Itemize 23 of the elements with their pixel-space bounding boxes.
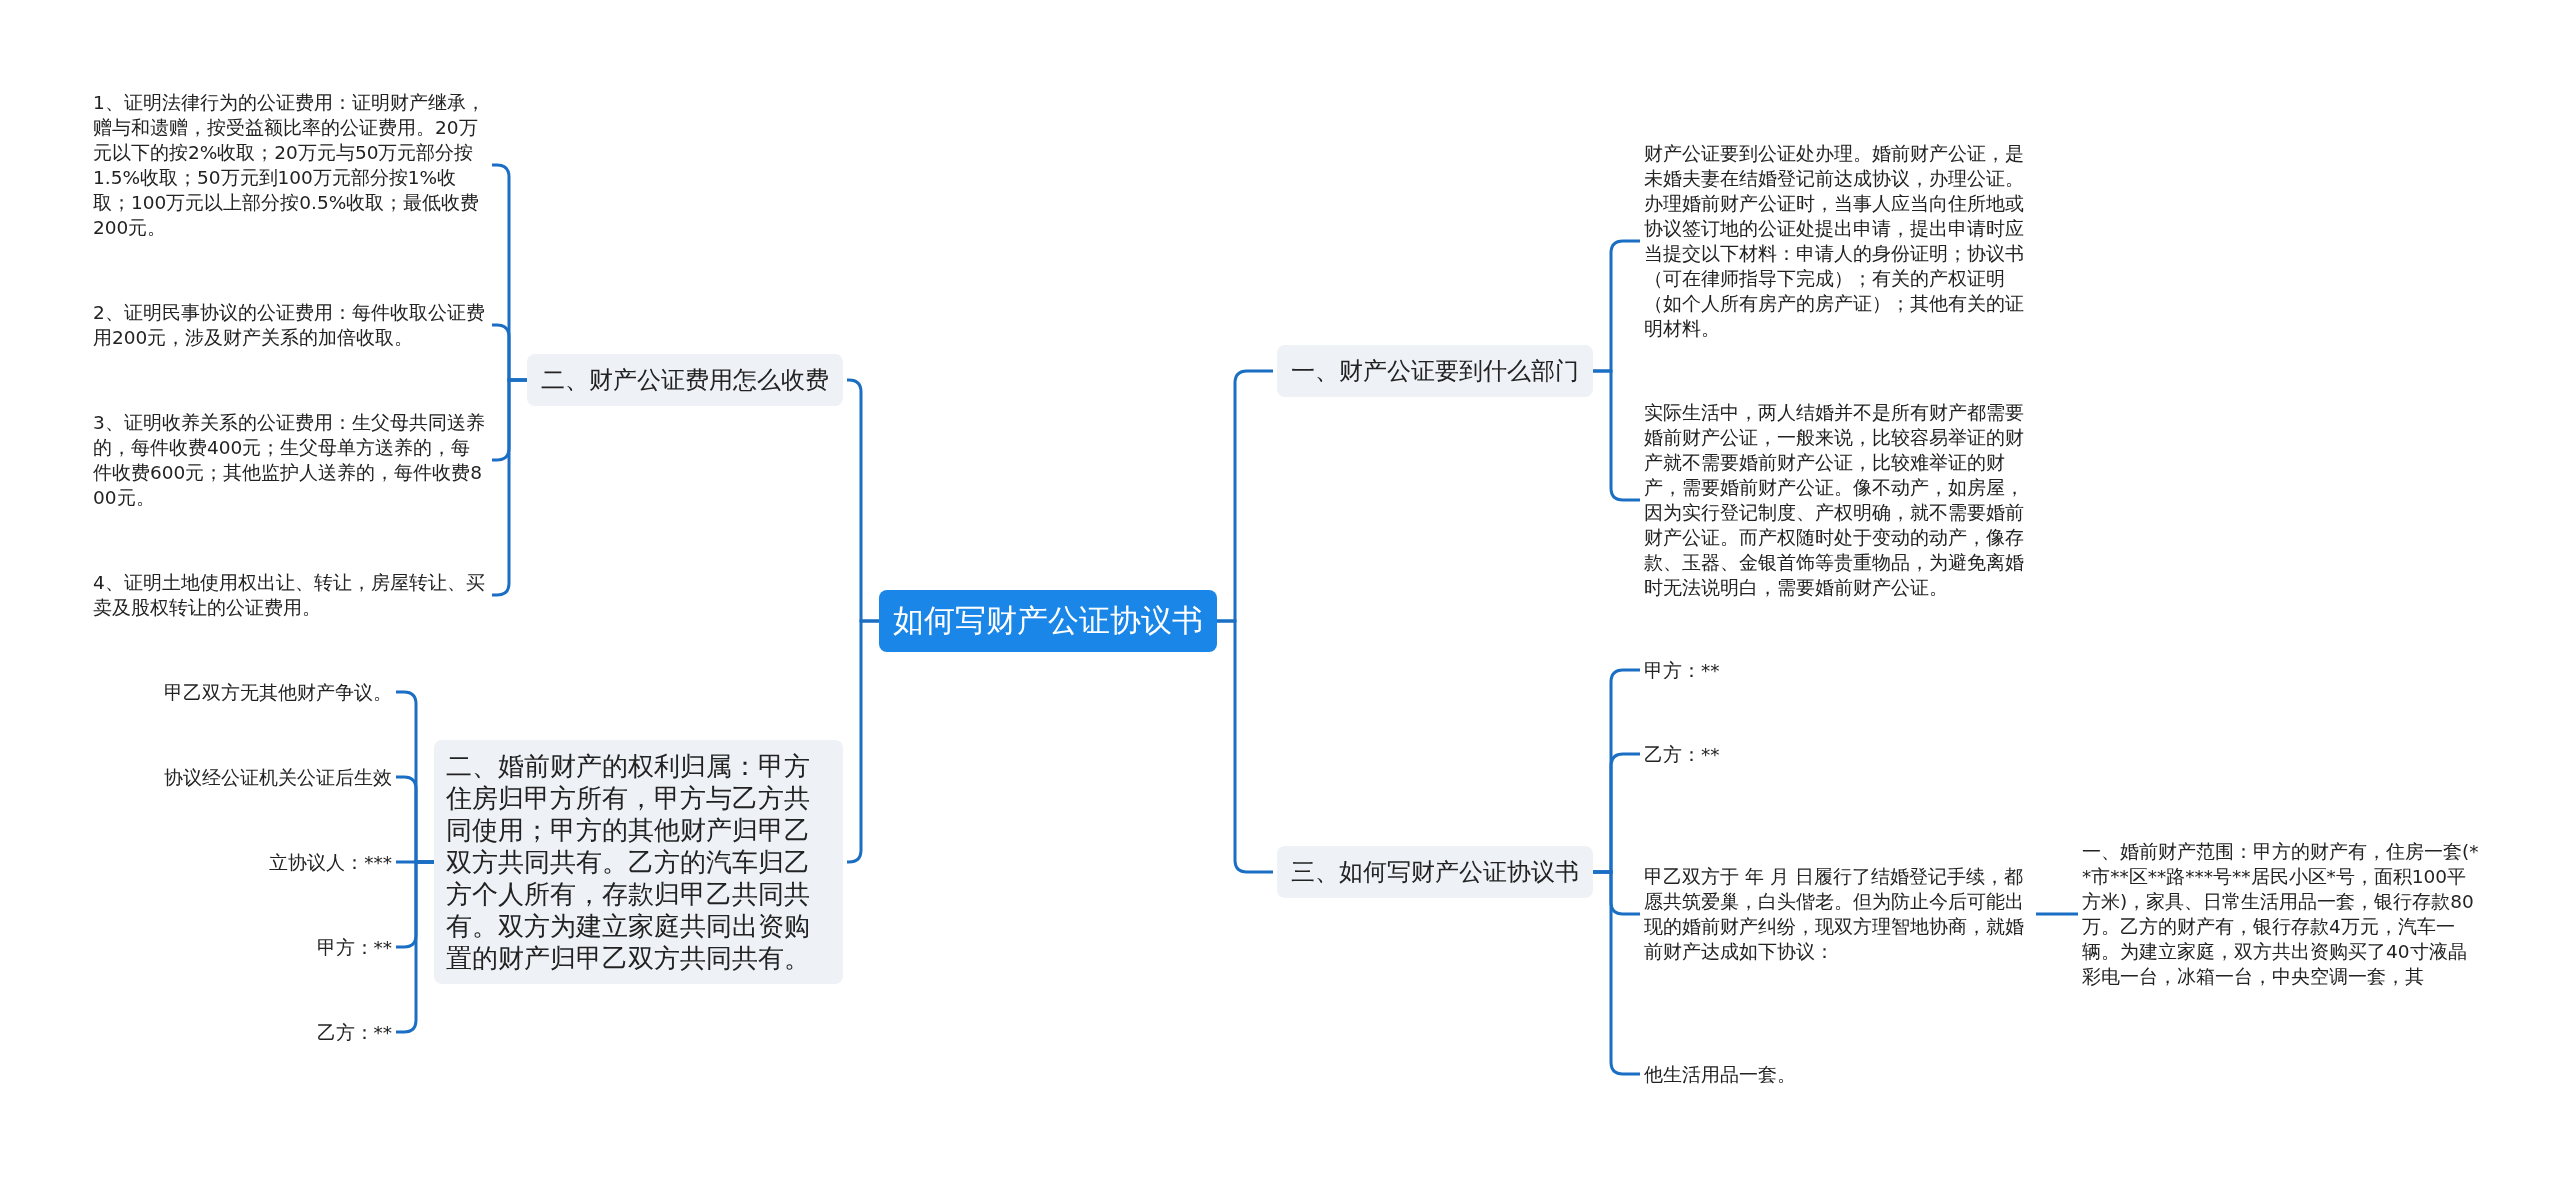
connector-line <box>1217 619 1273 874</box>
note-text: 立协议人：*** <box>62 849 392 875</box>
note-text: 3、证明收养关系的公证费用：生父母共同送养的，每件收费400元；生父母单方送养的，每件收费600元；其他监护人送养的，每件收费800元。 <box>93 410 488 510</box>
note-text: 乙方：** <box>1644 741 1944 767</box>
topic-box: 二、婚前财产的权利归属：甲方住房归甲方所有，甲方与乙方共同使用；甲方的其他财产归甲乙双方共同共有。乙方的汽车归乙方个人所有，存款归甲乙共同共有。双方为建立家庭共同出资购置的财产归甲乙双方共同共有。 <box>434 740 843 984</box>
note-text: 乙方：** <box>62 1019 392 1045</box>
topic-box: 二、财产公证费用怎么收费 <box>527 354 843 406</box>
note-text: 甲方：** <box>62 934 392 960</box>
note-text: 甲乙双方无其他财产争议。 <box>62 679 392 705</box>
note-text: 甲方：** <box>1644 657 1944 683</box>
note-text: 实际生活中，两人结婚并不是所有财产都需要婚前财产公证，一般来说，比较容易举证的财产就不需要婚前财产公证，比较难举证的财产，需要婚前财产公证。像不动产，如房屋，因为实行登记制度、产权明确，就不需要婚前财产公证。而产权随时处于变动的动产，像存款、玉器、金银首饰等贵重物品，为避免离婚时无法说明白，需要婚前财产公证。 <box>1644 400 2036 600</box>
note-text: 4、证明土地使用权出让、转让，房屋转让、买卖及股权转让的公证费用。 <box>93 570 488 620</box>
note-text: 协议经公证机关公证后生效 <box>62 764 392 790</box>
note-text: 1、证明法律行为的公证费用：证明财产继承，赠与和遗赠，按受益额比率的公证费用。20万元以下的按2%收取；20万元与50万元部分按1.5%收取；50万元到100万元部分按1%收取；100万元以上部分按0.5%收取；最低收费200元。 <box>93 90 488 240</box>
topic-box: 三、如何写财产公证协议书 <box>1277 846 1593 898</box>
note-text: 2、证明民事协议的公证费用：每件收取公证费用200元，涉及财产关系的加倍收取。 <box>93 300 488 350</box>
central-topic-box: 如何写财产公证协议书 <box>879 590 1217 652</box>
note-text: 甲乙双方于 年 月 日履行了结婚登记手续，都愿共筑爱巢，白头偕老。但为防止今后可能出现的婚前财产纠纷，现双方理智地协商，就婚前财产达成如下协议： <box>1644 864 2036 964</box>
note-text: 财产公证要到公证处办理。婚前财产公证，是未婚夫妻在结婚登记前达成协议，办理公证。办理婚前财产公证时，当事人应当向住所地或协议签订地的公证处提出申请，提出申请时应当提交以下材料：申请人的身份证明；协议书（可在律师指导下完成）；有关的产权证明（如个人所有房产的房产证）；其他有关的证明材料。 <box>1644 141 2036 341</box>
connector-line <box>2036 912 2078 916</box>
note-text: 一、婚前财产范围：甲方的财产有，住房一套(**市**区**路***号**居民小区*号，面积100平方米)，家具、日常生活用品一套，银行存款80 万。乙方的财产有，银行存款4万元，汽车一辆。为建立家庭，双方共出资购买了40寸液晶彩电一台，冰箱一台，中央空调一套，其 <box>2082 839 2484 989</box>
note-text: 他生活用品一套。 <box>1644 1061 1944 1087</box>
topic-box: 一、财产公证要到什么部门 <box>1277 345 1593 397</box>
